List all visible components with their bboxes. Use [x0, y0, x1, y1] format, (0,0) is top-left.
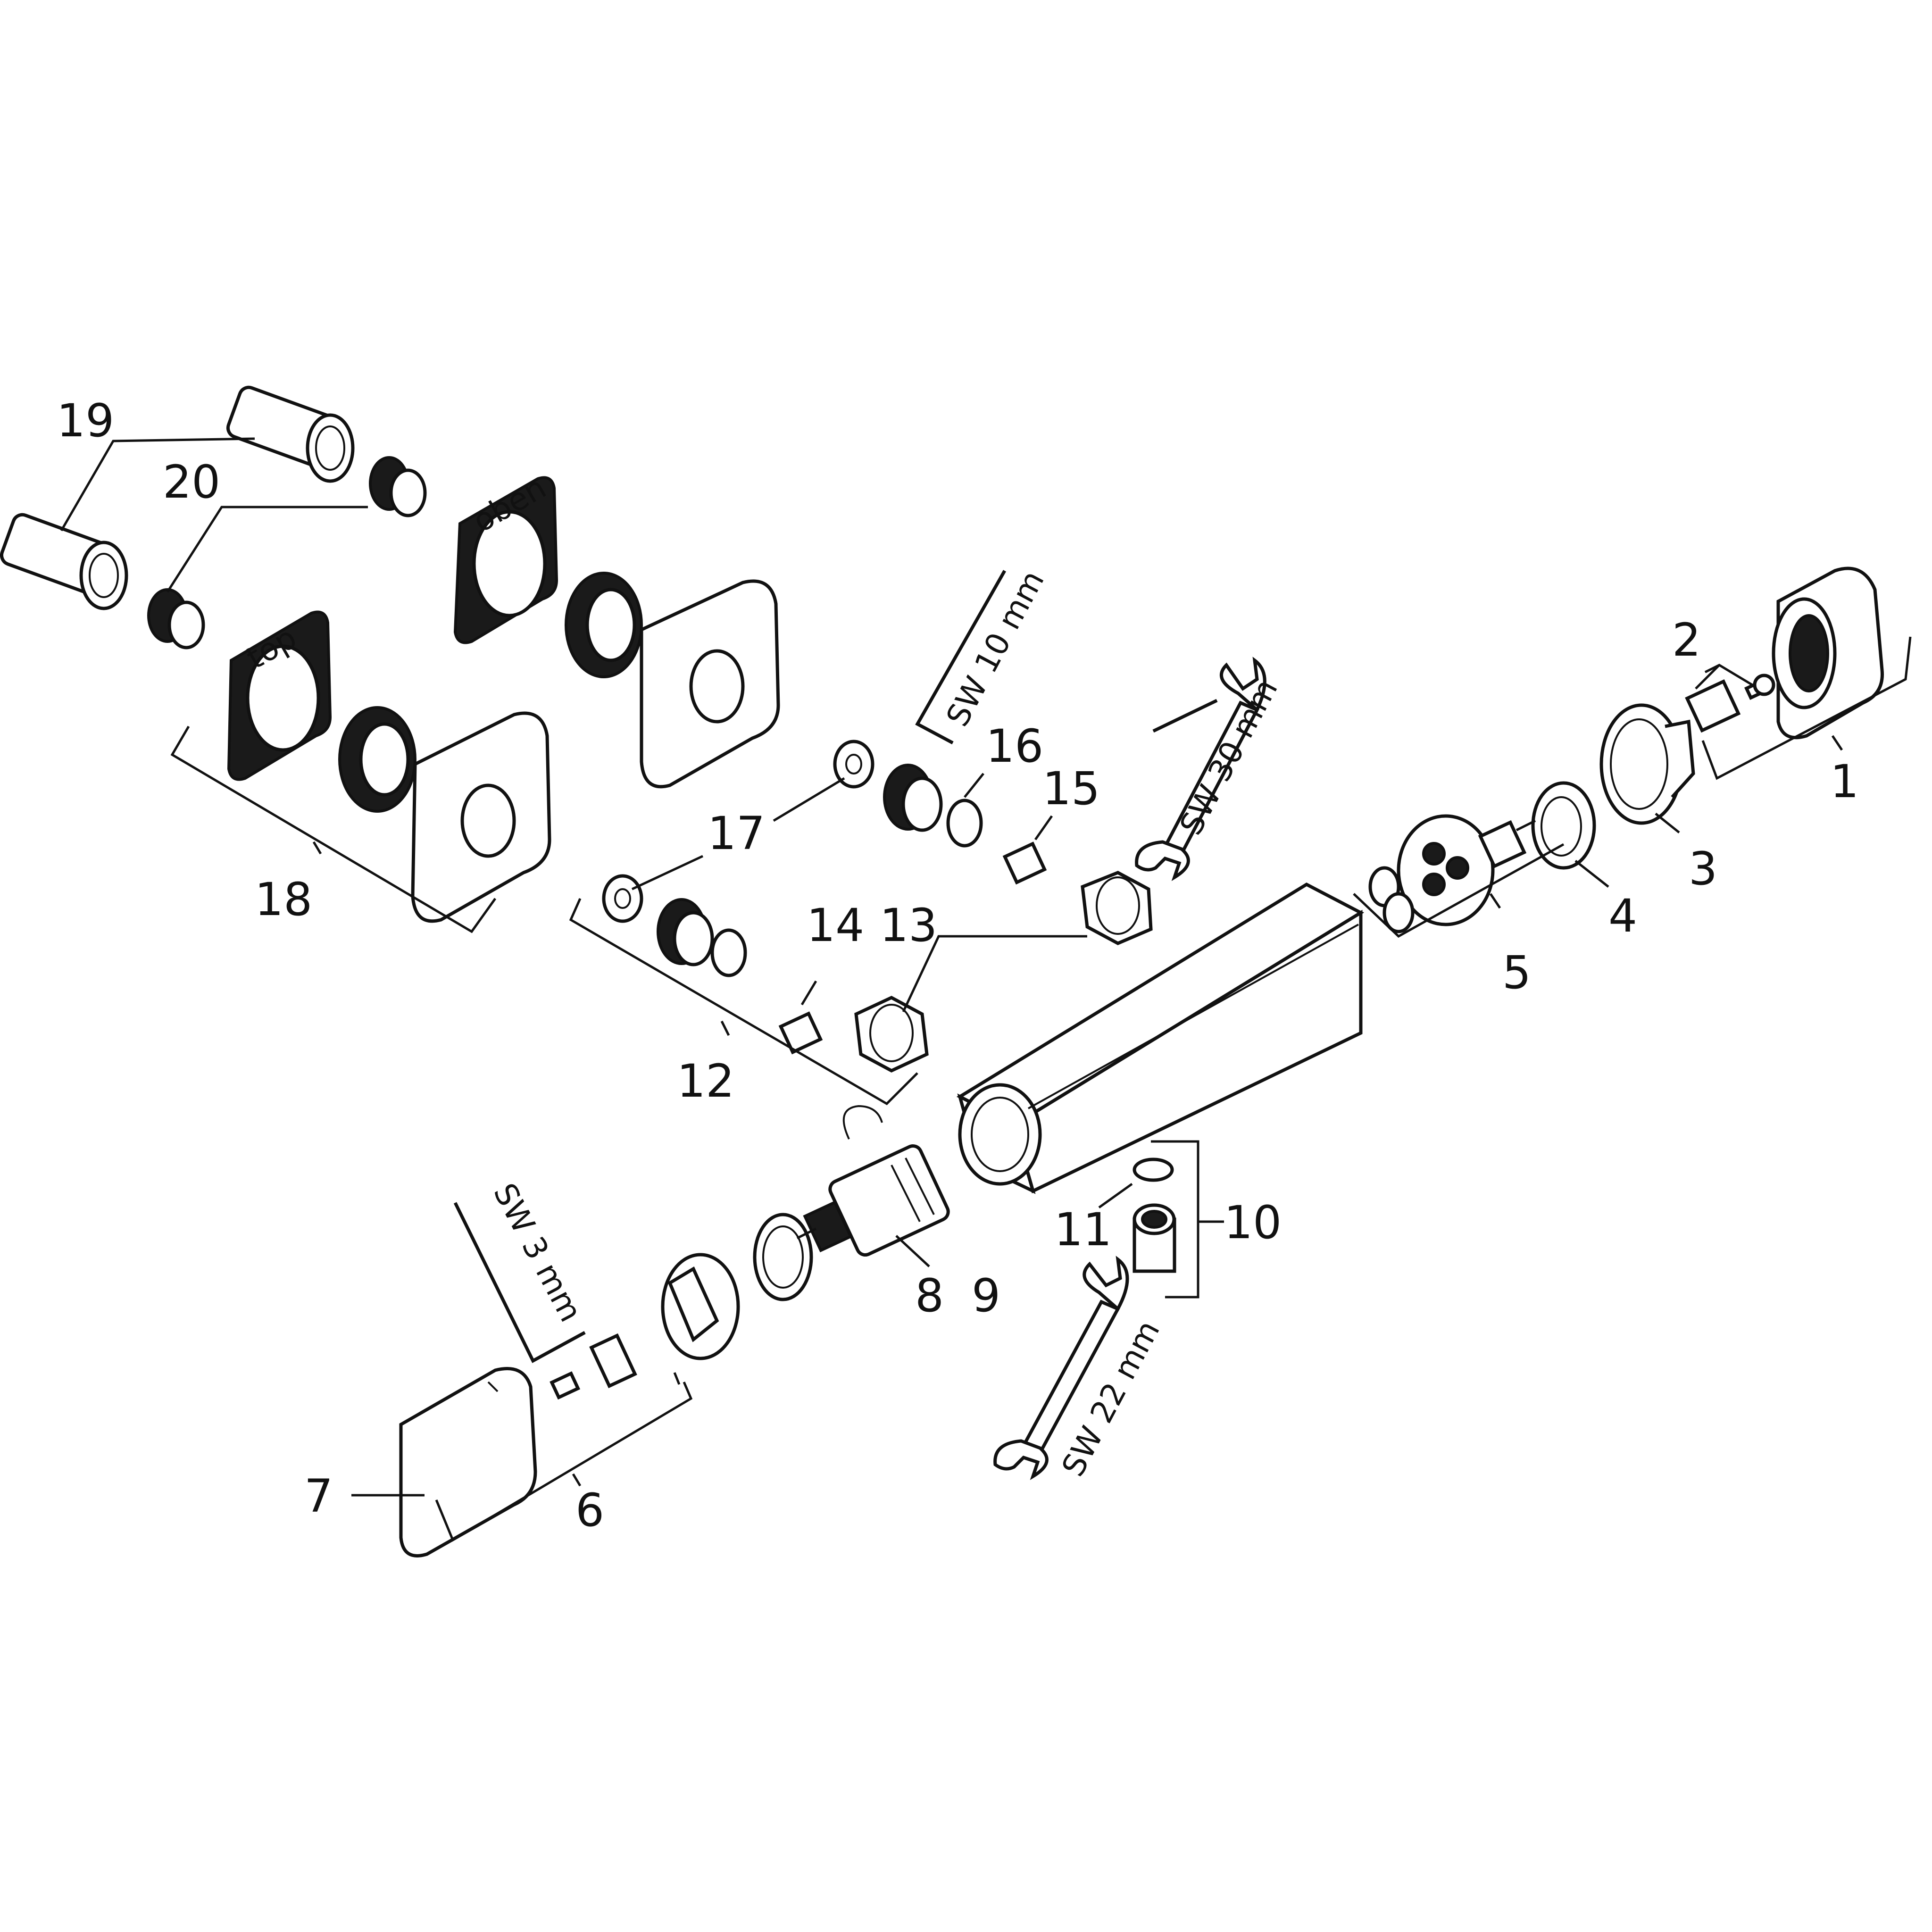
label-7: 7 [304, 1470, 333, 1523]
thermostat-cartridge [796, 1105, 950, 1257]
handle-left [399, 1367, 537, 1557]
check-valve-set-lower [602, 874, 823, 1055]
escutcheon-set-upper: oben [453, 469, 780, 789]
hex-key-3mm-icon: SW 3 mm [453, 1177, 589, 1363]
ring-nut [1599, 703, 1695, 825]
label-3: 3 [1689, 842, 1717, 895]
tool-label-sw22: SW 22 mm [1055, 1315, 1167, 1482]
label-20: 20 [163, 456, 220, 508]
spindle-screw [1685, 674, 1775, 733]
label-12: 12 [677, 1055, 734, 1108]
label-10: 10 [1224, 1196, 1282, 1249]
eccentric-connector-lower [0, 513, 128, 610]
label-15: 15 [1042, 762, 1100, 815]
part-labels: 1 2 3 4 5 6 7 8 9 10 11 12 13 14 15 16 1… [57, 394, 1859, 1537]
label-5: 5 [1502, 946, 1531, 999]
hex-key-10mm-icon: SW 10 mm [915, 565, 1051, 745]
outlet-nipple [1133, 1158, 1176, 1273]
tool-label-sw30: SW 30 mm [1173, 673, 1285, 841]
strainer-lower [147, 588, 205, 650]
strainer-upper [369, 456, 427, 517]
label-11: 11 [1054, 1203, 1112, 1256]
label-17: 17 [708, 807, 765, 860]
wrench-22mm-icon: SW 22 mm [993, 1256, 1167, 1482]
union-nut-lower [854, 996, 929, 1073]
union-nut-upper [1081, 871, 1153, 945]
label-18: 18 [255, 873, 312, 926]
wrench-30mm-icon: SW 30 mm [1135, 657, 1285, 881]
label-14: 14 [807, 899, 864, 952]
label-6: 6 [575, 1484, 604, 1537]
check-valve-set-upper [833, 740, 1047, 885]
assembly-left [550, 1213, 813, 1400]
eccentric-connector-upper [226, 385, 355, 483]
escutcheon-set-lower: top [227, 610, 551, 923]
label-4: 4 [1608, 890, 1637, 942]
label-13: 13 [880, 899, 937, 952]
handle-right [1772, 566, 1884, 740]
label-9: 9 [972, 1269, 1000, 1322]
leader-lines [60, 437, 1912, 1542]
thermostat-body [956, 882, 1365, 1194]
adapter-ring [1531, 781, 1596, 870]
label-16: 16 [986, 720, 1043, 773]
label-1: 1 [1830, 755, 1859, 808]
label-2: 2 [1672, 614, 1701, 666]
label-8: 8 [915, 1269, 944, 1322]
label-19: 19 [57, 394, 114, 447]
